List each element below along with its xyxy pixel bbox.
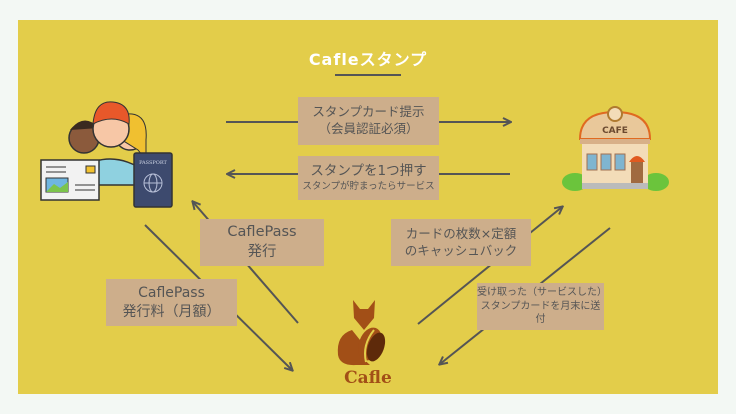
pass-fee-label: CaflePass [138,284,205,301]
present-card-label: スタンプカード提示 [312,104,425,120]
send-cards-box: 受け取った（サービスした） スタンプカードを月末に送付 [477,283,607,330]
passport-icon: PASSPORT [133,152,173,208]
postcard-icon [40,159,100,201]
svg-text:PASSPORT: PASSPORT [139,160,167,166]
title-underline [335,74,401,76]
push-stamp-note: スタンプが貯まったらサービス [302,180,435,192]
cafle-logo-icon [337,300,386,366]
svg-text:CAFE: CAFE [602,126,628,136]
send-cards-note: スタンプカードを月末に送付 [480,300,601,326]
issue-pass-box: CaflePass 発行 [200,219,324,266]
present-card-note: （会員認証必須） [318,121,419,136]
cashback-note: のキャッシュバック [404,242,518,258]
diagram-title: Cafleスタンプ [308,50,428,69]
cafle-logo-text: Cafle [344,368,392,388]
pass-fee-note: 発行料（月額） [122,303,221,320]
issue-pass-label: CaflePass [227,223,297,240]
pass-fee-box: CaflePass 発行料（月額） [106,279,237,326]
cashback-box: カードの枚数×定額 のキャッシュバック [391,219,531,266]
issue-pass-note: 発行 [247,243,277,260]
cafe-illustration: CAFE [562,106,669,191]
present-card-box: スタンプカード提示 （会員認証必須） [298,97,439,145]
cashback-label: カードの枚数×定額 [405,225,517,241]
send-cards-label: 受け取った（サービスした） [477,287,607,299]
push-stamp-label: スタンプを1つ押す [310,163,427,180]
push-stamp-box: スタンプを1つ押す スタンプが貯まったらサービス [298,156,439,200]
